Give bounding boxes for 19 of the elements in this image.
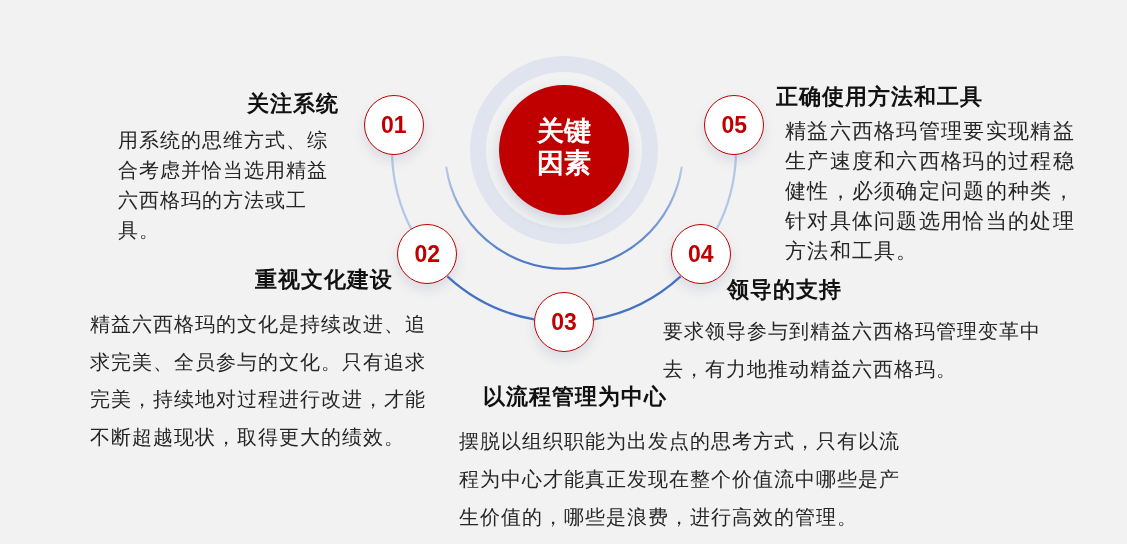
heading: 关注系统 [247, 91, 339, 117]
number-circle: 05 [704, 95, 765, 156]
description-text: 要求领导参与到精益六西格玛管理变革中去，有力地推动精益六西格玛。 [663, 318, 1042, 383]
center-circle: 关键因素 [499, 85, 629, 215]
number-circle: 04 [670, 224, 731, 285]
heading: 以流程管理为中心 [483, 384, 667, 410]
heading: 正确使用方法和工具 [776, 84, 983, 110]
connector-arc [715, 155, 737, 230]
number-circle: 01 [363, 95, 424, 156]
connector-arc [391, 155, 413, 230]
connector-arc [593, 275, 682, 321]
heading: 重视文化建设 [255, 267, 393, 293]
description-text: 摆脱以组织职能为出发点的思考方式，只有以流程为中心才能真正发现在整个价值流中哪些是产生价值的，哪些是浪费，进行高效的管理。 [459, 428, 901, 531]
number-circle: 03 [534, 292, 594, 352]
description-text: 精益六西格玛的文化是持续改进、追求完美、全员参与的文化。只有追求完美，持续地对过程进行改进，才能不断超越现状，取得更大的绩效。 [90, 311, 427, 451]
description-text: 用系统的思维方式、综合考虑并恰当选用精益六西格玛的方法或工具。 [118, 127, 329, 244]
description-text: 精益六西格玛管理要实现精益生产速度和六西格玛的过程稳健性，必须确定问题的种类，针对具体问题选用恰当的处理方法和工具。 [785, 118, 1076, 265]
connector-arc [446, 275, 535, 321]
number-circle: 02 [397, 224, 458, 285]
